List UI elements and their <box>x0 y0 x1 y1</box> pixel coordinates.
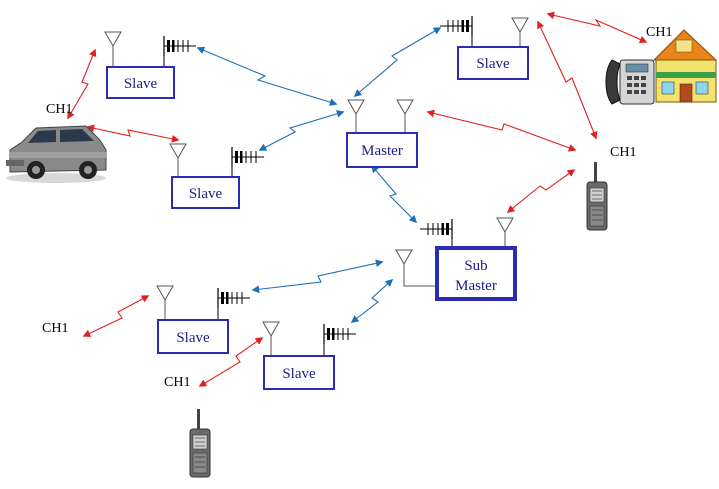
channel-label-car: CH1 <box>46 102 72 117</box>
antenna-icon <box>395 249 413 281</box>
link-car-slave-mid-left <box>86 124 180 143</box>
slave-bottom-mid-node: Slave <box>262 321 357 390</box>
slave-top-right-box <box>457 46 529 80</box>
link-slave-top-right-radio-right <box>537 20 598 140</box>
link-master-submaster <box>370 164 418 224</box>
slave-top-left-node: Slave <box>104 31 197 99</box>
link-radio-right-submaster <box>506 169 576 213</box>
telephone-icon <box>605 59 655 105</box>
sub-master-node: Sub Master <box>395 217 517 301</box>
signal-bars-icon <box>439 15 473 37</box>
link-master-radio-right <box>426 109 577 152</box>
slave-bottom-mid-box <box>263 355 335 390</box>
link-submaster-slave-bottom-left <box>251 259 384 294</box>
sub-master-label-line2: Master <box>455 278 497 294</box>
link-master-slave-top-right <box>353 27 442 98</box>
link-slave-top-left-car-channel <box>67 48 97 120</box>
red-links <box>67 11 648 387</box>
signal-bars-icon <box>163 35 197 57</box>
antenna-icon <box>262 321 280 353</box>
master-box <box>346 132 418 168</box>
slave-mid-left-box <box>171 176 240 209</box>
blue-links <box>196 27 442 323</box>
master-node: Master <box>346 99 418 168</box>
signal-bars-icon <box>323 323 357 345</box>
link-submaster-slave-bottom-mid <box>350 278 394 323</box>
signal-bars-icon <box>217 287 251 309</box>
link-slave-bottom-mid-channel <box>198 337 264 387</box>
walkie-talkie-icon <box>189 408 211 478</box>
antenna-icon <box>169 143 187 175</box>
slave-bottom-left-label: Slave <box>176 330 210 346</box>
antenna-icon <box>511 17 529 49</box>
link-slave-mid-left-master <box>258 110 345 151</box>
antenna-icon <box>156 285 174 317</box>
channel-label-radio-right: CH1 <box>610 145 636 160</box>
signal-bars-icon <box>231 146 265 168</box>
channel-label-house: CH1 <box>646 25 672 40</box>
car-icon <box>6 125 107 183</box>
link-slave-top-left-master <box>196 46 338 106</box>
slave-top-right-node: Slave <box>439 15 529 80</box>
slave-bottom-left-box <box>157 319 229 354</box>
antenna-icon <box>496 217 514 249</box>
link-slave-bottom-left-channel <box>82 295 150 337</box>
antenna-icon <box>104 31 122 63</box>
walkie-talkie-icon <box>586 161 608 231</box>
channel-label-bottom-left: CH1 <box>42 321 68 336</box>
slave-mid-left-label: Slave <box>189 186 223 202</box>
slave-bottom-left-node: Slave <box>156 285 251 354</box>
slave-top-right-label: Slave <box>476 56 510 72</box>
signal-bars-icon <box>419 218 453 240</box>
sub-master-label-line1: Sub <box>464 258 487 274</box>
house-icon <box>652 29 718 103</box>
sub-master-box <box>435 246 517 301</box>
channel-label-bottom-mid: CH1 <box>164 375 190 390</box>
slave-top-left-label: Slave <box>124 76 158 92</box>
slave-bottom-mid-label: Slave <box>282 366 316 382</box>
antenna-icon <box>396 99 414 131</box>
master-label: Master <box>361 143 403 159</box>
link-slave-top-right-house <box>546 11 648 44</box>
slave-mid-left-node: Slave <box>169 143 265 209</box>
slave-top-left-box <box>106 66 175 99</box>
antenna-icon <box>347 99 365 131</box>
